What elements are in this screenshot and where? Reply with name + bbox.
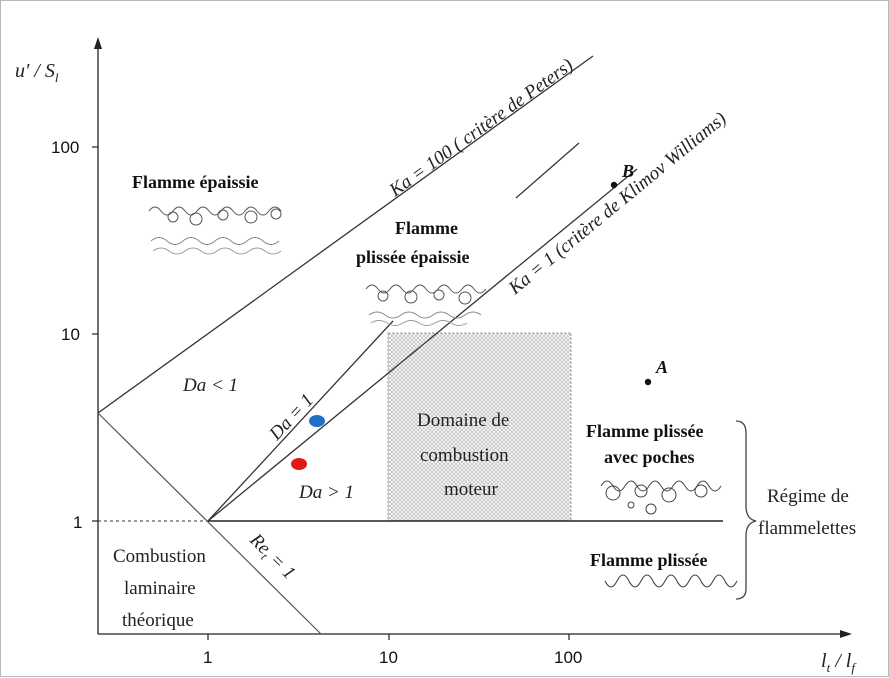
poches-label-2: avec poches: [604, 447, 694, 467]
regime-label-1: Régime de: [767, 486, 849, 507]
flame-pockets-sketch: [600, 480, 722, 515]
ka100-line: [97, 55, 594, 414]
laminaire-label-1: Combustion: [113, 546, 206, 567]
engine-domain-label-3: moteur: [444, 479, 498, 500]
ka1-label: Ka = 1 (critère de Klimov Williams): [504, 108, 731, 299]
point-b: [610, 181, 618, 189]
point-a-label: A: [655, 357, 668, 377]
blue-marker: [309, 415, 325, 427]
point-b-label: B: [621, 161, 634, 181]
x-axis-label: lt / lf: [821, 650, 857, 675]
flamelet-brace: [735, 420, 757, 600]
ret1-line: [97, 412, 322, 635]
poches-label-1: Flamme plissée: [586, 421, 703, 441]
ka1-line: [207, 168, 638, 522]
flamme-plissee-epaissie-label-1: Flamme: [395, 218, 458, 238]
ka100-label: Ka = 100 ( critère de Peters): [385, 55, 577, 202]
y-axis-arrow: [94, 37, 102, 49]
y-tick-label-1: 1: [73, 513, 82, 532]
y-axis-label: u' / Sl: [15, 60, 59, 85]
engine-domain-region: [387, 332, 572, 522]
red-marker: [291, 458, 307, 470]
ret1-label: Ret = 1: [243, 529, 299, 585]
x-tick-label-100: 100: [554, 648, 582, 667]
slope-indicator: [515, 142, 580, 199]
x-tick-label-10: 10: [379, 648, 398, 667]
point-a: [644, 378, 652, 386]
y-tick-label-10: 10: [61, 325, 80, 344]
wrinkled-flame-sketch: [604, 574, 738, 588]
flamme-plissee-epaissie-label-2: plissée épaissie: [356, 247, 470, 267]
regime-label-2: flammelettes: [758, 518, 856, 539]
laminaire-label-2: laminaire: [124, 578, 196, 599]
da1-line: [207, 320, 394, 522]
y-tick-label-100: 100: [51, 138, 79, 157]
engine-domain-label-1: Domaine de: [417, 410, 509, 431]
da-lt-1-label: Da < 1: [182, 375, 238, 396]
flamme-epaissie-label: Flamme épaissie: [132, 172, 258, 192]
wrinkled-thickened-flame-sketch: [365, 284, 487, 326]
da-gt-1-label: Da > 1: [298, 482, 354, 503]
laminaire-label-3: théorique: [122, 610, 194, 631]
thickened-flame-sketch: [148, 206, 282, 255]
flamme-plissee-label: Flamme plissée: [590, 550, 707, 570]
x-tick-label-1: 1: [203, 648, 212, 667]
engine-domain-label-2: combustion: [420, 445, 509, 466]
x-axis-arrow: [840, 630, 852, 638]
